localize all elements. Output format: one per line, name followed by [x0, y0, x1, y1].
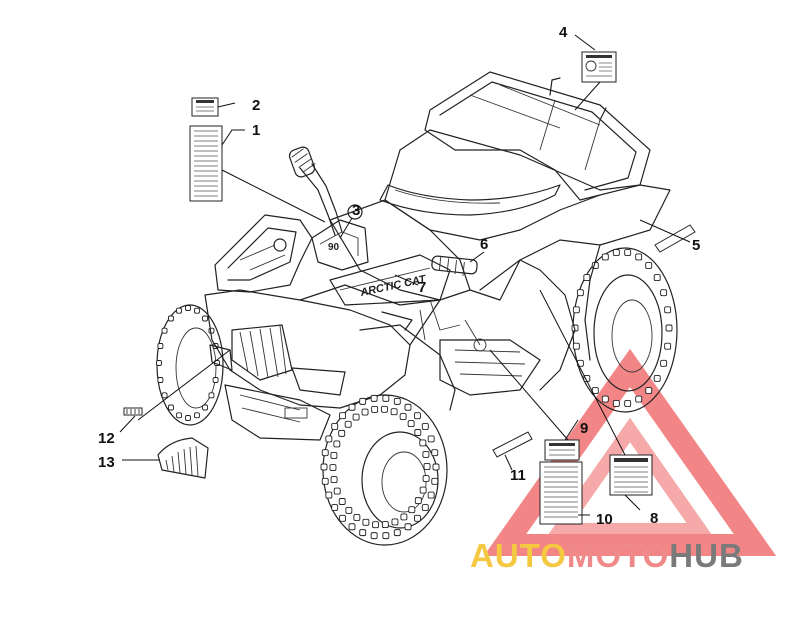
callout-9: 9 — [580, 420, 588, 437]
decal-10-warning-label — [539, 461, 583, 525]
callout-6: 6 — [480, 236, 488, 253]
front-left-wheel — [156, 304, 224, 426]
callout-11: 11 — [510, 467, 526, 484]
watermark-part-moto: MOTO — [567, 537, 669, 574]
svg-text:AUTOMOTOHUB: AUTOMOTOHUB — [470, 537, 744, 574]
watermark-logo-text: AUTOMOTOHUB — [470, 537, 744, 574]
decal-13-grille-decal — [157, 437, 209, 479]
decal-4-tire-label — [581, 51, 617, 83]
leader-lines — [119, 34, 691, 516]
decal-2-warning-label — [191, 97, 219, 117]
decal-5-reflector — [654, 224, 696, 253]
front-right-wheel — [320, 394, 448, 546]
decal-1-warning-label — [189, 125, 223, 202]
callout-10: 10 — [596, 511, 613, 528]
watermark-part-auto: AUTO — [470, 537, 567, 574]
decal-11-reflector — [492, 431, 533, 458]
decal-8-warning-label — [609, 454, 653, 496]
callout-4: 4 — [559, 24, 568, 41]
callout-3: 3 — [352, 202, 360, 219]
callout-12: 12 — [98, 430, 115, 447]
callout-1: 1 — [252, 122, 260, 139]
callout-2: 2 — [252, 97, 260, 114]
watermark-part-hub: HUB — [669, 537, 744, 574]
callout-7: 7 — [418, 279, 426, 296]
callout-13: 13 — [98, 454, 115, 471]
callout-5: 5 — [692, 237, 700, 254]
callout-8: 8 — [650, 510, 658, 527]
callout-numbers: 2 1 3 4 5 6 7 8 9 10 11 12 13 — [98, 24, 700, 528]
decal-12-small-strip — [123, 407, 143, 416]
atv-body: ARCTIC CAT 90 — [204, 71, 671, 441]
handlebar-badge-text: 90 — [328, 242, 340, 253]
decal-9-warning-label — [544, 439, 580, 461]
